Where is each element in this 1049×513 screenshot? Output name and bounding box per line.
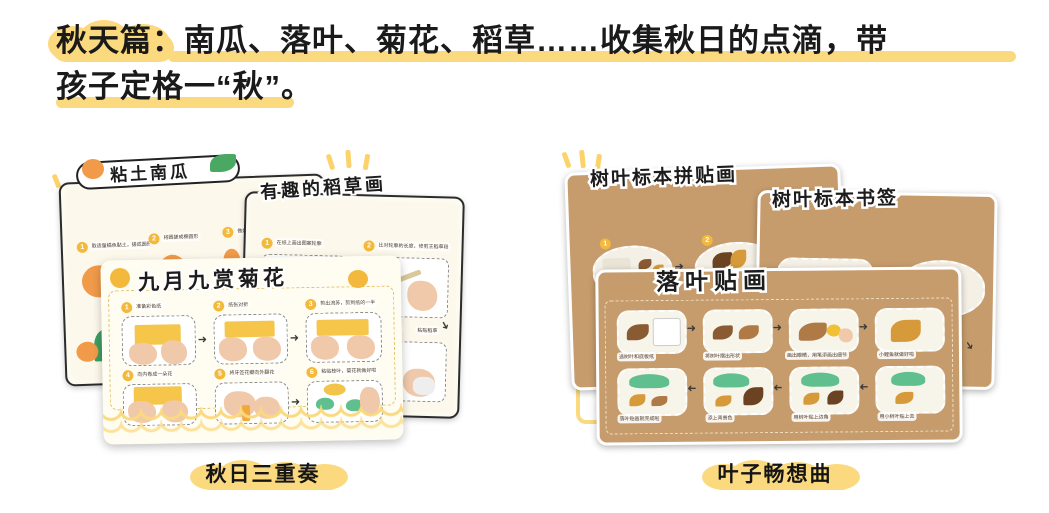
step-caption: 小鲤鱼就做好啦 bbox=[876, 349, 917, 360]
step-caption: 在纸上画出图案轮廓 bbox=[274, 237, 324, 249]
title-text-line-1: 秋天篇：南瓜、落叶、菊花、稻草……收集秋日的点滴，带 bbox=[56, 23, 888, 58]
step-photo bbox=[617, 367, 688, 417]
step-caption: 将圆搓成椭圆形 bbox=[161, 231, 201, 243]
title-line-2: 孩子定格一“秋”。 bbox=[56, 64, 1016, 110]
arrow-icon: ➜ bbox=[687, 382, 697, 395]
pumpkin-icon bbox=[82, 159, 104, 179]
leaf-icon bbox=[210, 154, 236, 172]
arrow-icon: ➜ bbox=[686, 322, 697, 335]
chrysanthemum-icon bbox=[110, 268, 130, 288]
sparkle-decor bbox=[561, 151, 572, 169]
step-caption: 剪出流苏，剪到纸的一半 bbox=[318, 297, 378, 308]
title-underline-2 bbox=[56, 97, 294, 108]
card-title-chrysanthemum: 九月九赏菊花 bbox=[136, 264, 291, 296]
step-caption: 画出眼睛，用笔添画出细节 bbox=[784, 350, 850, 360]
step-caption: 落叶贴画就完成啦 bbox=[617, 414, 662, 424]
card-title-leaf-bookmark: 树叶标本书签 bbox=[769, 185, 900, 213]
caption-highlight bbox=[199, 470, 340, 490]
step-photo bbox=[702, 309, 773, 354]
caption-text: 叶子畅想曲 bbox=[717, 463, 833, 486]
step-photo bbox=[616, 309, 687, 355]
right-collage-caption: 叶子畅想曲 bbox=[560, 458, 990, 492]
sparkle-decor bbox=[325, 153, 336, 171]
arrow-icon: ➜ bbox=[772, 321, 783, 335]
step-photo bbox=[305, 311, 383, 364]
step-caption: 选树叶和底板纸 bbox=[616, 352, 657, 362]
right-collage-group[interactable]: 1 准备好树叶 ➜ 2 将树叶粘到底板上 ➜ 树叶标本拼贴画 bbox=[560, 149, 998, 450]
step-caption: 向内卷成一朵花 bbox=[135, 369, 175, 380]
step-caption: 添上背景色 bbox=[705, 413, 735, 423]
arrow-icon: ➜ bbox=[961, 338, 977, 354]
card-fallen-leaf-picture[interactable]: 选树叶和底板纸 ➜ 将树叶摆出形状 ➜ 画出眼睛，用笔添画出细节 ➜ 小鲤鱼就做… bbox=[595, 266, 963, 446]
wave-decor bbox=[101, 415, 404, 445]
step-caption-2: 粘贴稻草 bbox=[415, 325, 440, 336]
step-caption: 纸张对折 bbox=[226, 300, 251, 310]
step-number: 2 bbox=[701, 234, 713, 247]
arrow-icon: ➜ bbox=[290, 396, 301, 409]
sparkle-decor bbox=[362, 153, 371, 171]
title-highlight-cloud bbox=[48, 20, 180, 62]
step-caption: 准备彩色纸 bbox=[134, 301, 164, 312]
sparkle-decor bbox=[579, 149, 586, 169]
left-collage-group[interactable]: 1 取适量橘色黏土，搓成圆形 ➜ 2 将圆搓成椭圆形 ➜ 3 做好了压痕 粘土南… bbox=[48, 149, 478, 450]
step-caption: 用树叶贴上边角 bbox=[791, 412, 831, 422]
sparkle-decor bbox=[345, 149, 352, 169]
caption-text: 秋日三重奏 bbox=[205, 463, 321, 486]
step-photo bbox=[703, 367, 774, 416]
arrow-icon: ➜ bbox=[773, 381, 783, 395]
card-title-leaf-collage-specimen: 树叶标本拼贴画 bbox=[587, 162, 740, 193]
title-underline-1 bbox=[168, 51, 1016, 62]
step-photo bbox=[875, 365, 946, 415]
caption-highlight bbox=[711, 470, 852, 490]
step-number: 1 bbox=[599, 238, 611, 250]
step-photo bbox=[121, 314, 197, 367]
card-title-fallen-leaf-picture: 落叶贴画 bbox=[653, 264, 774, 297]
title-line-1: 秋天篇：南瓜、落叶、菊花、稻草……收集秋日的点滴，带 bbox=[48, 18, 1016, 64]
step-photo bbox=[789, 366, 860, 415]
title-text-line-2: 孩子定格一“秋”。 bbox=[56, 69, 313, 104]
step-caption: 用小树叶贴上去 bbox=[877, 411, 917, 422]
chrysanthemum-icon bbox=[348, 270, 368, 288]
step-caption: 比对轮廓的长度，修剪王稻草段 bbox=[376, 240, 451, 252]
step-photo bbox=[788, 308, 859, 353]
step-caption: 粘贴枝叶，菊花就做好啦 bbox=[319, 365, 379, 376]
arrow-icon: ➜ bbox=[859, 381, 869, 394]
step-caption: 将牙签花瓣向外翻花 bbox=[227, 367, 277, 378]
step-photo bbox=[213, 313, 289, 365]
card-title-clay-pumpkin: 粘土南瓜 bbox=[108, 160, 193, 187]
arrow-icon: ➜ bbox=[197, 333, 208, 346]
page-title: 秋天篇：南瓜、落叶、菊花、稻草……收集秋日的点滴，带 孩子定格一“秋”。 bbox=[48, 18, 1016, 110]
step-caption: 将树叶摆出形状 bbox=[702, 351, 743, 361]
left-collage-caption: 秋日三重奏 bbox=[48, 458, 478, 492]
arrow-icon: ➜ bbox=[858, 321, 869, 334]
arrow-icon: ➜ bbox=[289, 332, 300, 345]
step-photo bbox=[874, 307, 945, 353]
